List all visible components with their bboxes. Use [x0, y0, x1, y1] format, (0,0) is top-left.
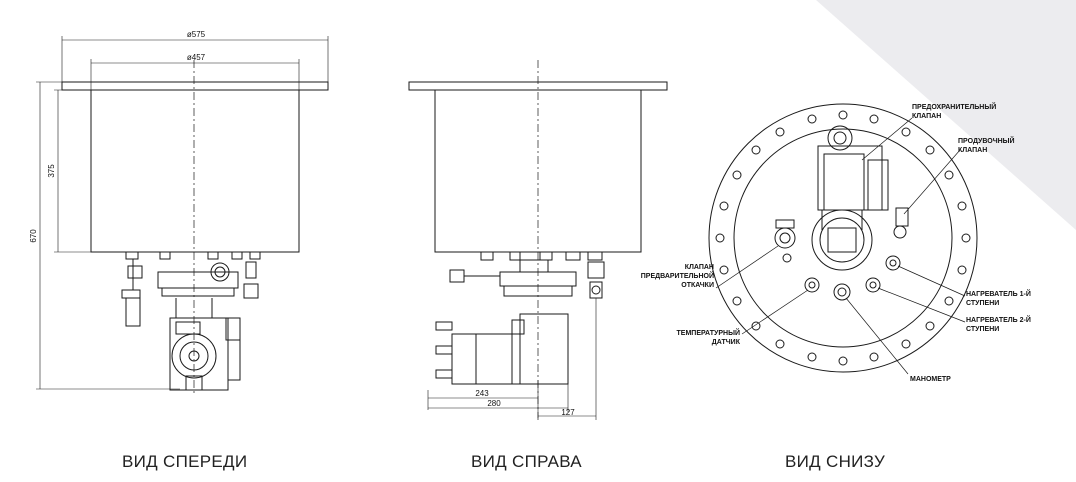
- callout-purge-valve: ПРОДУВОЧНЫЙ КЛАПАН: [958, 136, 1015, 154]
- callout-safety-valve: ПРЕДОХРАНИТЕЛЬНЫЙ КЛАПАН: [912, 102, 996, 120]
- svg-text:ТЕМПЕРАТУРНЫЙ: ТЕМПЕРАТУРНЫЙ: [677, 328, 740, 337]
- svg-text:НАГРЕВАТЕЛЬ 1-Й: НАГРЕВАТЕЛЬ 1-Й: [966, 289, 1031, 298]
- front-view: [36, 36, 329, 395]
- callout-heater-1: НАГРЕВАТЕЛЬ 1-Й СТУПЕНИ: [966, 289, 1031, 307]
- svg-text:ПРЕДОХРАНИТЕЛЬНЫЙ: ПРЕДОХРАНИТЕЛЬНЫЙ: [912, 102, 996, 111]
- svg-text:СТУПЕНИ: СТУПЕНИ: [966, 300, 999, 307]
- svg-text:СТУПЕНИ: СТУПЕНИ: [966, 326, 999, 333]
- svg-text:ПРОДУВОЧНЫЙ: ПРОДУВОЧНЫЙ: [958, 136, 1015, 145]
- svg-text:ОТКАЧКИ: ОТКАЧКИ: [681, 282, 714, 289]
- svg-text:КЛАПАН: КЛАПАН: [685, 264, 714, 271]
- callout-prevac-valve: КЛАПАН ПРЕДВАРИТЕЛЬНОЙ ОТКАЧКИ: [641, 264, 714, 289]
- dim-side-280: 280: [487, 399, 501, 408]
- svg-text:ДАТЧИК: ДАТЧИК: [712, 339, 741, 346]
- dim-front-tank-height: 375: [47, 164, 56, 178]
- callout-heater-2: НАГРЕВАТЕЛЬ 2-Й СТУПЕНИ: [966, 315, 1031, 333]
- side-view: [408, 60, 668, 420]
- dim-side-127: 127: [561, 408, 575, 417]
- bottom-view: [708, 103, 978, 375]
- dim-front-total-height: 670: [29, 229, 38, 243]
- svg-text:ПРЕДВАРИТЕЛЬНОЙ: ПРЕДВАРИТЕЛЬНОЙ: [641, 271, 714, 280]
- svg-text:КЛАПАН: КЛАПАН: [958, 147, 987, 154]
- svg-text:МАНОМЕТР: МАНОМЕТР: [910, 376, 951, 383]
- title-side-view: ВИД СПРАВА: [471, 452, 582, 471]
- dim-front-outer-diameter: ø575: [187, 30, 206, 39]
- dim-side-243: 243: [475, 389, 489, 398]
- svg-text:НАГРЕВАТЕЛЬ 2-Й: НАГРЕВАТЕЛЬ 2-Й: [966, 315, 1031, 324]
- dim-front-inner-diameter: ø457: [187, 53, 206, 62]
- svg-text:КЛАПАН: КЛАПАН: [912, 113, 941, 120]
- callout-temp-sensor: ТЕМПЕРАТУРНЫЙ ДАТЧИК: [677, 328, 741, 346]
- callout-manometer: МАНОМЕТР: [910, 376, 951, 383]
- title-bottom-view: ВИД СНИЗУ: [785, 452, 886, 471]
- title-front-view: ВИД СПЕРЕДИ: [122, 452, 248, 471]
